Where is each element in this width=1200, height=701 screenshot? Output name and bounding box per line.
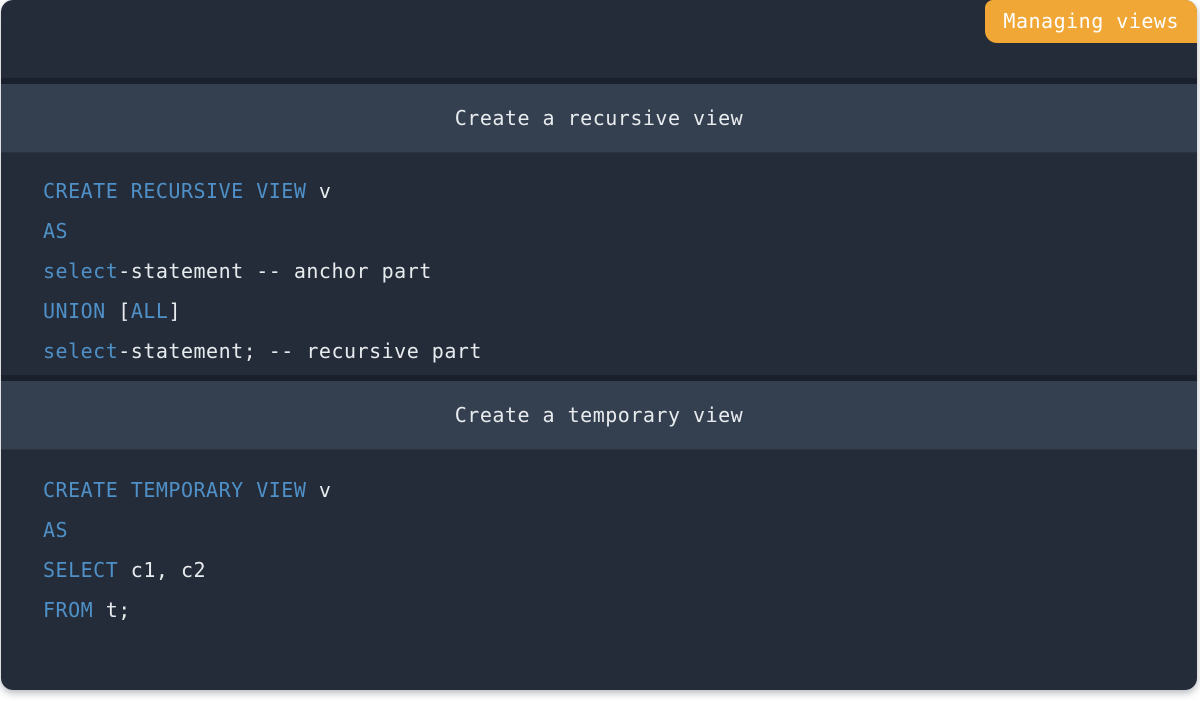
code-token-keyword: select bbox=[43, 339, 119, 363]
code-token-plain: -statement; -- recursive part bbox=[118, 339, 482, 363]
section-title: Create a recursive view bbox=[454, 106, 744, 130]
code-token-keyword: AS bbox=[43, 518, 69, 542]
code-token-plain: ] bbox=[168, 299, 181, 323]
card-header-area: Managing views bbox=[1, 0, 1197, 78]
topic-badge: Managing views bbox=[985, 0, 1197, 43]
code-token-plain: c1, c2 bbox=[118, 558, 207, 582]
code-token-plain: [ bbox=[105, 299, 131, 323]
code-line: AS bbox=[43, 211, 1177, 251]
code-line: CREATE TEMPORARY VIEW v bbox=[43, 470, 1177, 510]
code-line: CREATE RECURSIVE VIEW v bbox=[43, 171, 1177, 211]
code-token-plain: -statement -- anchor part bbox=[118, 259, 432, 283]
section-header: Create a recursive view bbox=[1, 78, 1197, 153]
code-line: SELECT c1, c2 bbox=[43, 550, 1177, 590]
code-token-keyword: CREATE RECURSIVE VIEW bbox=[43, 179, 307, 203]
code-token-keyword: CREATE TEMPORARY VIEW bbox=[43, 478, 307, 502]
code-line: FROM t; bbox=[43, 590, 1177, 630]
code-line: UNION [ALL] bbox=[43, 291, 1177, 331]
code-token-keyword: UNION bbox=[43, 299, 106, 323]
code-token-keyword: select bbox=[43, 259, 119, 283]
code-token-plain: t; bbox=[93, 598, 131, 622]
code-token-plain: v bbox=[306, 478, 332, 502]
code-token-keyword: AS bbox=[43, 219, 69, 243]
code-line: select-statement; -- recursive part bbox=[43, 331, 1177, 371]
section-title: Create a temporary view bbox=[454, 403, 744, 427]
code-token-keyword: FROM bbox=[43, 598, 94, 622]
code-line: AS bbox=[43, 510, 1177, 550]
code-token-keyword: SELECT bbox=[43, 558, 119, 582]
code-token-keyword: ALL bbox=[130, 299, 169, 323]
code-line: select-statement -- anchor part bbox=[43, 251, 1177, 291]
code-token-plain: v bbox=[306, 179, 332, 203]
section-header: Create a temporary view bbox=[1, 375, 1197, 450]
